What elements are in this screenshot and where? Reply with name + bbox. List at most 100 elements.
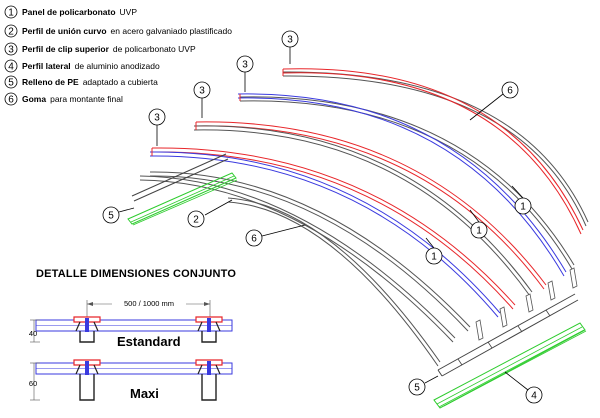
callout-label: 3: [242, 60, 248, 71]
callout-label: 3: [287, 35, 293, 46]
arch-profile-1: [239, 100, 573, 270]
base-post: [475, 319, 484, 341]
callout-1-a: 1: [511, 185, 532, 215]
legend-bold: Perfil de unión curvo: [22, 26, 107, 36]
legend-bold: Goma: [22, 94, 46, 104]
span-label: 500 / 1000 mm: [124, 299, 174, 308]
arch-profile-3: [149, 171, 471, 328]
arch-clip-2: [195, 121, 547, 286]
maxi-assembly: 60 Maxi: [29, 359, 233, 401]
callout-1-c: 1: [425, 237, 443, 265]
top-left-rail: [131, 153, 229, 202]
arch-panel-2: [149, 155, 499, 318]
callout-3-top: 3: [281, 30, 299, 64]
detail-section: DETALLE DIMENSIONES CONJUNTO 500 / 1000 …: [29, 268, 236, 401]
legend-text: de policarbonato UVP: [113, 44, 196, 54]
base-post: [569, 267, 578, 289]
arch-profile-2: [193, 125, 533, 293]
arch-clip-3: [151, 147, 516, 306]
callout-label: 1: [431, 252, 437, 263]
legend-text: en acero galvaniado plastificado: [111, 26, 233, 36]
legend-item-6: 6 Goma para montante final: [4, 92, 123, 106]
legend-text: de aluminio anodizado: [75, 61, 160, 71]
callout-label: 5: [414, 383, 420, 394]
legend-item-1: 1 Panel de policarbonato UVP: [4, 5, 137, 19]
callout-3-fourth: 3: [148, 108, 166, 146]
callout-label: 6: [251, 234, 257, 245]
callout-label: 5: [108, 211, 114, 222]
callout-1-b: 1: [469, 209, 488, 239]
arch-goma-outer: [282, 75, 587, 227]
callouts: 3 3 3 3 6 6 1: [102, 30, 543, 404]
side-profile-bottom: [433, 322, 587, 409]
legend-num: 2: [8, 27, 14, 38]
legend-text: adaptado a cubierta: [83, 77, 158, 87]
callout-6-right: 6: [469, 81, 519, 121]
arch-panel-2: [149, 151, 501, 314]
arch-clip-1: [282, 68, 584, 231]
bottom-rail: [437, 293, 579, 377]
legend-bold: Relleno de PE: [22, 77, 79, 87]
legend-bold: Panel de policarbonato: [22, 7, 116, 17]
callout-label: 3: [154, 113, 160, 124]
arch-profile-4: [139, 175, 456, 339]
callout-3-third: 3: [193, 81, 211, 118]
maxi-label: Maxi: [130, 386, 159, 401]
legend-num: 1: [8, 8, 14, 19]
arched-roof-assembly: [139, 68, 589, 367]
base-post: [525, 293, 534, 313]
callout-4: 4: [504, 371, 543, 404]
callout-label: 2: [193, 215, 199, 226]
standard-label: Estandard: [117, 334, 181, 349]
arch-profile-3: [149, 175, 469, 332]
arch-panel-1: [237, 97, 565, 277]
callout-6-left: 6: [245, 224, 306, 247]
callout-2: 2: [187, 199, 233, 228]
legend-num: 6: [8, 95, 14, 106]
arch-panel-1: [237, 93, 567, 273]
base-post: [547, 280, 556, 301]
standard-height: 40: [29, 329, 37, 338]
arch-clip-1: [282, 72, 582, 235]
callout-label: 1: [520, 202, 526, 213]
base-post: [499, 306, 508, 328]
callout-5-left: 5: [102, 206, 135, 224]
arch-clip-3: [151, 151, 514, 310]
arch-profile-1: [239, 96, 575, 266]
legend-item-4: 4 Perfil lateral de aluminio anodizado: [4, 59, 160, 73]
legend-item-2: 2 Perfil de unión curvo en acero galvania…: [4, 24, 232, 38]
standard-assembly: 40 Estandard: [29, 316, 233, 349]
callout-label: 4: [531, 391, 537, 402]
callout-label: 1: [476, 226, 482, 237]
legend: 1 Panel de policarbonato UVP 2 Perfil de …: [4, 5, 232, 106]
legend-num: 4: [8, 62, 14, 73]
span-dimension: 500 / 1000 mm: [86, 298, 211, 322]
legend-bold: Perfil de clip superior: [22, 44, 110, 54]
green-profiles: [127, 172, 587, 409]
legend-num: 3: [8, 45, 14, 56]
legend-item-5: 5 Relleno de PE adaptado a cubierta: [4, 75, 158, 89]
legend-bold: Perfil lateral: [22, 61, 71, 71]
detail-title: DETALLE DIMENSIONES CONJUNTO: [36, 268, 236, 280]
callout-label: 3: [199, 86, 205, 97]
legend-text: UVP: [120, 7, 138, 17]
maxi-height: 60: [29, 379, 37, 388]
arch-goma-inner: [227, 201, 439, 367]
callout-5-bottom: 5: [408, 375, 439, 396]
arch-profile-4: [139, 179, 454, 343]
callout-label: 6: [507, 86, 513, 97]
legend-num: 5: [8, 78, 14, 89]
arch-goma-inner: [227, 197, 441, 363]
pe-filler-left: [127, 172, 238, 226]
callout-3-second: 3: [236, 55, 254, 92]
legend-text: para montante final: [50, 94, 123, 104]
